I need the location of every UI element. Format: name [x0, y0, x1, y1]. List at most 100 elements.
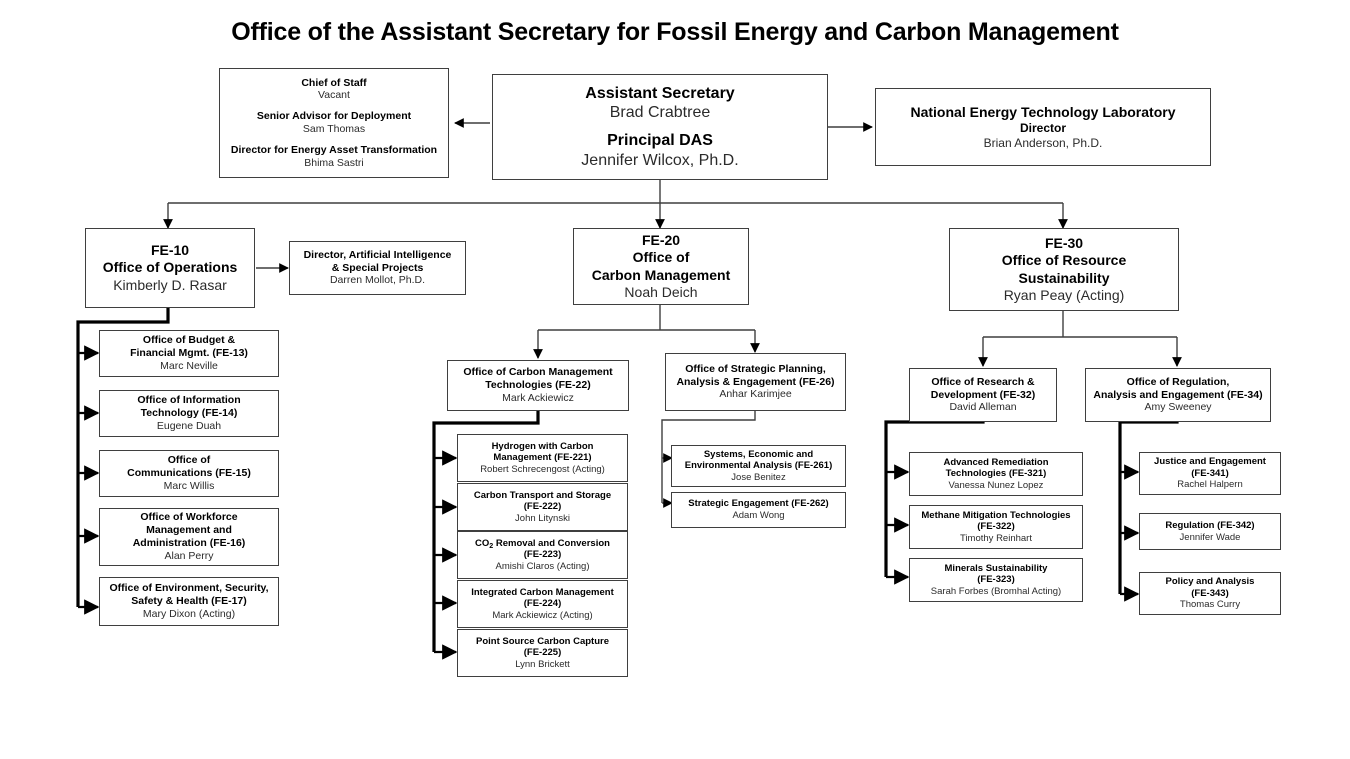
node-fe22[interactable]: Office of Carbon Management Technologies… — [447, 360, 629, 411]
fe14-title-2: Technology (FE-14) — [140, 407, 238, 420]
node-assistant-secretary[interactable]: Assistant Secretary Brad Crabtree Princi… — [492, 74, 828, 180]
fe223-name: Amishi Claros (Acting) — [495, 560, 590, 572]
fe341-name: Rachel Halpern — [1177, 479, 1243, 491]
node-fe262[interactable]: Strategic Engagement (FE-262) Adam Wong — [671, 492, 846, 528]
netl-name: Brian Anderson, Ph.D. — [983, 135, 1103, 150]
node-fe322[interactable]: Methane Mitigation Technologies (FE-322)… — [909, 505, 1083, 549]
node-fe341[interactable]: Justice and Engagement (FE-341) Rachel H… — [1139, 452, 1281, 495]
fe14-title-1: Office of Information — [137, 394, 241, 407]
node-ai-special-projects[interactable]: Director, Artificial Intelligence & Spec… — [289, 241, 466, 295]
node-fe342[interactable]: Regulation (FE-342) Jennifer Wade — [1139, 513, 1281, 550]
fe323-title-2: (FE-323) — [977, 574, 1015, 586]
fe32-name: David Alleman — [949, 401, 1017, 414]
node-netl[interactable]: National Energy Technology Laboratory Di… — [875, 88, 1211, 166]
fe321-title-2: Technologies (FE-321) — [945, 468, 1047, 480]
fe322-title-2: (FE-322) — [977, 521, 1015, 533]
fe10-name: Kimberly D. Rasar — [113, 276, 227, 293]
node-fe30[interactable]: FE-30 Office of Resource Sustainability … — [949, 228, 1179, 311]
principal-das-name: Jennifer Wilcox, Ph.D. — [581, 151, 739, 169]
node-fe17[interactable]: Office of Environment, Security, Safety … — [99, 577, 279, 626]
fe22-title-1: Office of Carbon Management — [463, 366, 613, 379]
node-fe13[interactable]: Office of Budget & Financial Mgmt. (FE-1… — [99, 330, 279, 377]
fe17-title-1: Office of Environment, Security, — [109, 582, 269, 595]
fe343-name: Thomas Curry — [1179, 599, 1241, 611]
energy-asset-director-title: Director for Energy Asset Transformation — [230, 143, 438, 156]
node-chief-of-staff[interactable]: Chief of Staff Vacant Senior Advisor for… — [219, 68, 449, 178]
node-fe16[interactable]: Office of Workforce Management and Admin… — [99, 508, 279, 566]
fe26-name: Anhar Karimjee — [719, 388, 792, 401]
node-fe323[interactable]: Minerals Sustainability (FE-323) Sarah F… — [909, 558, 1083, 602]
node-fe224[interactable]: Integrated Carbon Management (FE-224) Ma… — [457, 580, 628, 628]
fe13-title-1: Office of Budget & — [142, 334, 236, 347]
fe30-name: Ryan Peay (Acting) — [1003, 286, 1125, 303]
fe16-title-3: Administration (FE-16) — [132, 537, 246, 549]
fe34-title-2: Analysis and Engagement (FE-34) — [1093, 388, 1263, 401]
fe225-title-1: Point Source Carbon Capture — [475, 635, 609, 647]
fe221-name: Robert Schrecengost (Acting) — [480, 463, 605, 475]
fe34-title-1: Office of Regulation, — [1126, 375, 1230, 388]
fe323-name: Sarah Forbes (Bromhal Acting) — [930, 585, 1062, 597]
fe343-title-1: Policy and Analysis — [1165, 576, 1255, 588]
fe342-name: Jennifer Wade — [1179, 531, 1241, 543]
fe224-name: Mark Ackiewicz (Acting) — [492, 609, 593, 621]
fe15-title-1: Office of — [167, 454, 211, 467]
fe225-name: Lynn Brickett — [515, 658, 570, 670]
fe222-title-1: Carbon Transport and Storage — [473, 489, 612, 501]
node-fe261[interactable]: Systems, Economic and Environmental Anal… — [671, 445, 846, 487]
fe221-title-2: Management (FE-221) — [493, 452, 592, 464]
node-fe10[interactable]: FE-10 Office of Operations Kimberly D. R… — [85, 228, 255, 308]
node-fe221[interactable]: Hydrogen with Carbon Management (FE-221)… — [457, 434, 628, 482]
fe20-title-2: Carbon Management — [591, 266, 731, 283]
fe32-title-1: Office of Research & — [931, 375, 1035, 388]
fe26-title-2: Analysis & Engagement (FE-26) — [676, 375, 835, 388]
node-fe343[interactable]: Policy and Analysis (FE-343) Thomas Curr… — [1139, 572, 1281, 615]
fe30-title-2: Sustainability — [1018, 269, 1110, 286]
node-fe14[interactable]: Office of Information Technology (FE-14)… — [99, 390, 279, 437]
fe224-title-2: (FE-224) — [523, 598, 562, 610]
fe322-name: Timothy Reinhart — [960, 532, 1032, 544]
assistant-secretary-title: Assistant Secretary — [585, 84, 735, 102]
fe321-name: Vanessa Nunez Lopez — [948, 479, 1044, 491]
fe341-title-2: (FE-341) — [1191, 467, 1229, 479]
node-fe222[interactable]: Carbon Transport and Storage (FE-222) Jo… — [457, 483, 628, 531]
fe16-name: Alan Perry — [164, 549, 214, 562]
node-fe34[interactable]: Office of Regulation, Analysis and Engag… — [1085, 368, 1271, 422]
principal-das-title: Principal DAS — [607, 132, 713, 149]
fe224-title-1: Integrated Carbon Management — [471, 586, 614, 598]
fe26-title-1: Office of Strategic Planning, — [685, 362, 826, 375]
fe22-title-2: Technologies (FE-22) — [485, 379, 591, 392]
fe225-title-2: (FE-225) — [523, 647, 562, 659]
senior-advisor-title: Senior Advisor for Deployment — [256, 110, 412, 123]
fe17-name: Mary Dixon (Acting) — [142, 607, 236, 620]
node-fe32[interactable]: Office of Research & Development (FE-32)… — [909, 368, 1057, 422]
fe16-title-1: Office of Workforce — [140, 511, 238, 524]
fe13-name: Marc Neville — [160, 359, 218, 372]
fe262-name: Adam Wong — [732, 510, 785, 521]
fe342-title-1: Regulation (FE-342) — [1165, 519, 1255, 531]
node-fe20[interactable]: FE-20 Office of Carbon Management Noah D… — [573, 228, 749, 305]
node-fe321[interactable]: Advanced Remediation Technologies (FE-32… — [909, 452, 1083, 496]
fe15-name: Marc Willis — [163, 479, 215, 492]
node-fe225[interactable]: Point Source Carbon Capture (FE-225) Lyn… — [457, 629, 628, 677]
fe321-title-1: Advanced Remediation — [943, 456, 1049, 468]
netl-role: Director — [1019, 120, 1066, 135]
node-fe15[interactable]: Office of Communications (FE-15) Marc Wi… — [99, 450, 279, 497]
fe30-title-1: Office of Resource — [1001, 252, 1127, 269]
fe261-title-2: Environmental Analysis (FE-261) — [684, 460, 833, 472]
fe221-title-1: Hydrogen with Carbon — [491, 440, 594, 452]
chief-of-staff-name: Vacant — [318, 89, 350, 102]
netl-title: National Energy Technology Laboratory — [910, 103, 1176, 120]
page-title: Office of the Assistant Secretary for Fo… — [231, 18, 1119, 46]
fe20-title-1: Office of — [632, 249, 690, 266]
ai-special-projects-title-1: Director, Artificial Intelligence — [303, 248, 452, 261]
fe322-title-1: Methane Mitigation Technologies — [921, 509, 1071, 521]
fe17-title-2: Safety & Health (FE-17) — [131, 595, 247, 608]
fe222-title-2: (FE-222) — [523, 501, 562, 513]
node-fe223[interactable]: CO2 Removal and Conversion (FE-223) Amis… — [457, 531, 628, 579]
fe22-name: Mark Ackiewicz — [502, 391, 574, 404]
fe13-title-2: Financial Mgmt. (FE-13) — [130, 347, 248, 360]
node-fe26[interactable]: Office of Strategic Planning, Analysis &… — [665, 353, 846, 411]
fe10-title: Office of Operations — [102, 259, 238, 276]
fe14-name: Eugene Duah — [156, 419, 222, 432]
